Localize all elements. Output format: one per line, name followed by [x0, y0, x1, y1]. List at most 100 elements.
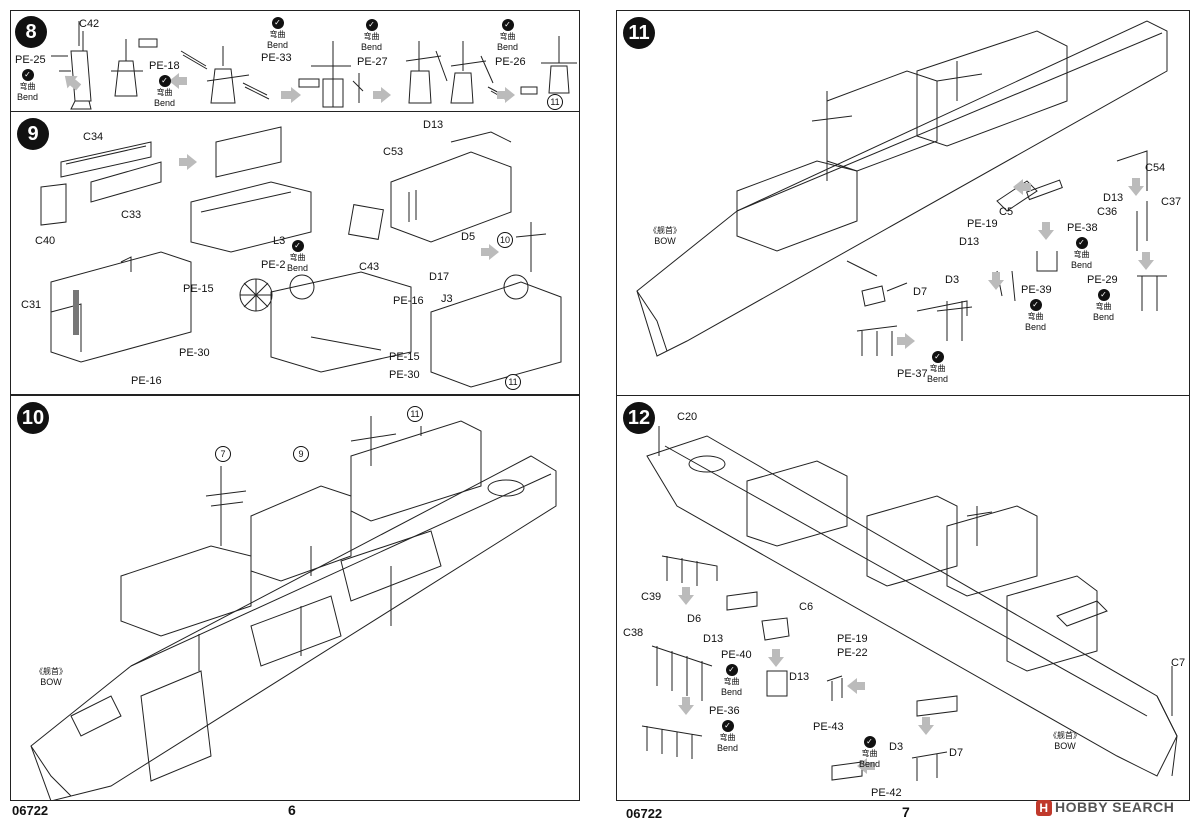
- label-pe15-a: PE-15: [183, 283, 214, 295]
- step-11-panel: 11: [616, 10, 1190, 396]
- label-pe39: PE-39: [1021, 284, 1052, 296]
- check-icon: ✓: [863, 736, 876, 748]
- label-pe29: PE-29: [1087, 274, 1118, 286]
- label-j3: J3: [441, 293, 453, 305]
- label-pe19: PE-19: [837, 633, 868, 645]
- ref-step-11: 11: [547, 94, 563, 110]
- check-icon: ✓: [1029, 299, 1042, 311]
- left-footer-code: 06722: [12, 803, 49, 818]
- right-page: 11: [612, 0, 1200, 824]
- left-page: 8: [0, 0, 588, 824]
- label-pe37: PE-37: [897, 368, 928, 380]
- step-11-number: 11: [623, 17, 655, 49]
- check-icon: ✓: [725, 664, 738, 676]
- label-d13-b: D13: [789, 671, 810, 683]
- step-10-number: 10: [17, 402, 49, 434]
- label-c43: C43: [359, 261, 380, 273]
- label-c38: C38: [623, 627, 644, 639]
- label-pe26: PE-26: [495, 56, 526, 68]
- label-c7: C7: [1171, 657, 1186, 669]
- label-c33: C33: [121, 209, 142, 221]
- ref-step-9: 9: [293, 446, 309, 462]
- step-12-number: 12: [623, 402, 655, 434]
- step-10-drawing: [30, 416, 557, 800]
- label-d17: D17: [429, 271, 450, 283]
- check-icon: ✓: [721, 720, 734, 732]
- label-pe15-b: PE-15: [389, 351, 420, 363]
- label-pe19: PE-19: [967, 218, 998, 230]
- label-pe18: PE-18: [149, 60, 180, 72]
- label-c20: C20: [677, 411, 698, 423]
- label-pe16-a: PE-16: [131, 375, 162, 387]
- label-pe42: PE-42: [871, 787, 902, 799]
- label-pe40: PE-40: [721, 649, 752, 661]
- check-icon: ✓: [365, 19, 378, 31]
- label-pe33: PE-33: [261, 52, 292, 64]
- bow-indicator: 《舰首》BOW: [1049, 731, 1081, 751]
- label-c40: C40: [35, 235, 56, 247]
- step-8-drawing: [51, 21, 577, 110]
- right-page-number: 7: [902, 804, 910, 820]
- step-9-panel: 9: [10, 111, 580, 395]
- label-d7: D7: [913, 286, 928, 298]
- label-d7: D7: [949, 747, 964, 759]
- label-pe30-b: PE-30: [389, 369, 420, 381]
- label-pe36: PE-36: [709, 705, 740, 717]
- label-d13-b: D13: [959, 236, 980, 248]
- watermark-badge: H: [1036, 800, 1052, 816]
- step-10-panel: 10 7 9 11 《舰首》BOW: [10, 395, 580, 801]
- label-c34: C34: [83, 131, 104, 143]
- label-d3: D3: [889, 741, 904, 753]
- bow-indicator: 《舰首》BOW: [649, 226, 681, 246]
- label-c42: C42: [79, 18, 100, 30]
- label-d13-a: D13: [703, 633, 724, 645]
- check-icon: ✓: [501, 19, 514, 31]
- label-c53: C53: [383, 146, 404, 158]
- label-c6: C6: [799, 601, 814, 613]
- label-d5: D5: [461, 231, 476, 243]
- left-page-number: 6: [288, 802, 296, 818]
- ref-step-10: 10: [497, 232, 513, 248]
- check-icon: ✓: [158, 75, 171, 87]
- label-d6: D6: [687, 613, 702, 625]
- ref-step-7: 7: [215, 446, 231, 462]
- label-c31: C31: [21, 299, 42, 311]
- check-icon: ✓: [1075, 237, 1088, 249]
- right-footer-code: 06722: [626, 806, 663, 821]
- label-d13: D13: [423, 119, 444, 131]
- label-c54: C54: [1145, 162, 1166, 174]
- check-icon: ✓: [271, 17, 284, 29]
- step-8-panel: 8: [10, 10, 580, 113]
- label-pe43: PE-43: [813, 721, 844, 733]
- label-pe16-b: PE-16: [393, 295, 424, 307]
- check-icon: ✓: [1097, 289, 1110, 301]
- label-pe38: PE-38: [1067, 222, 1098, 234]
- label-d3: D3: [945, 274, 960, 286]
- bow-indicator: 《舰首》BOW: [35, 667, 67, 687]
- label-l3: L3: [273, 235, 286, 247]
- label-c5: C5: [999, 206, 1014, 218]
- step-11-drawing: [636, 20, 1168, 357]
- label-pe25: PE-25: [15, 54, 46, 66]
- label-c37: C37: [1161, 196, 1182, 208]
- check-icon: ✓: [931, 351, 944, 363]
- check-icon: ✓: [291, 240, 304, 252]
- step-8-number: 8: [15, 16, 47, 48]
- label-pe22: PE-22: [837, 647, 868, 659]
- label-c36: C36: [1097, 206, 1118, 218]
- ref-step-11: 11: [407, 406, 423, 422]
- step-12-panel: 12: [616, 395, 1190, 801]
